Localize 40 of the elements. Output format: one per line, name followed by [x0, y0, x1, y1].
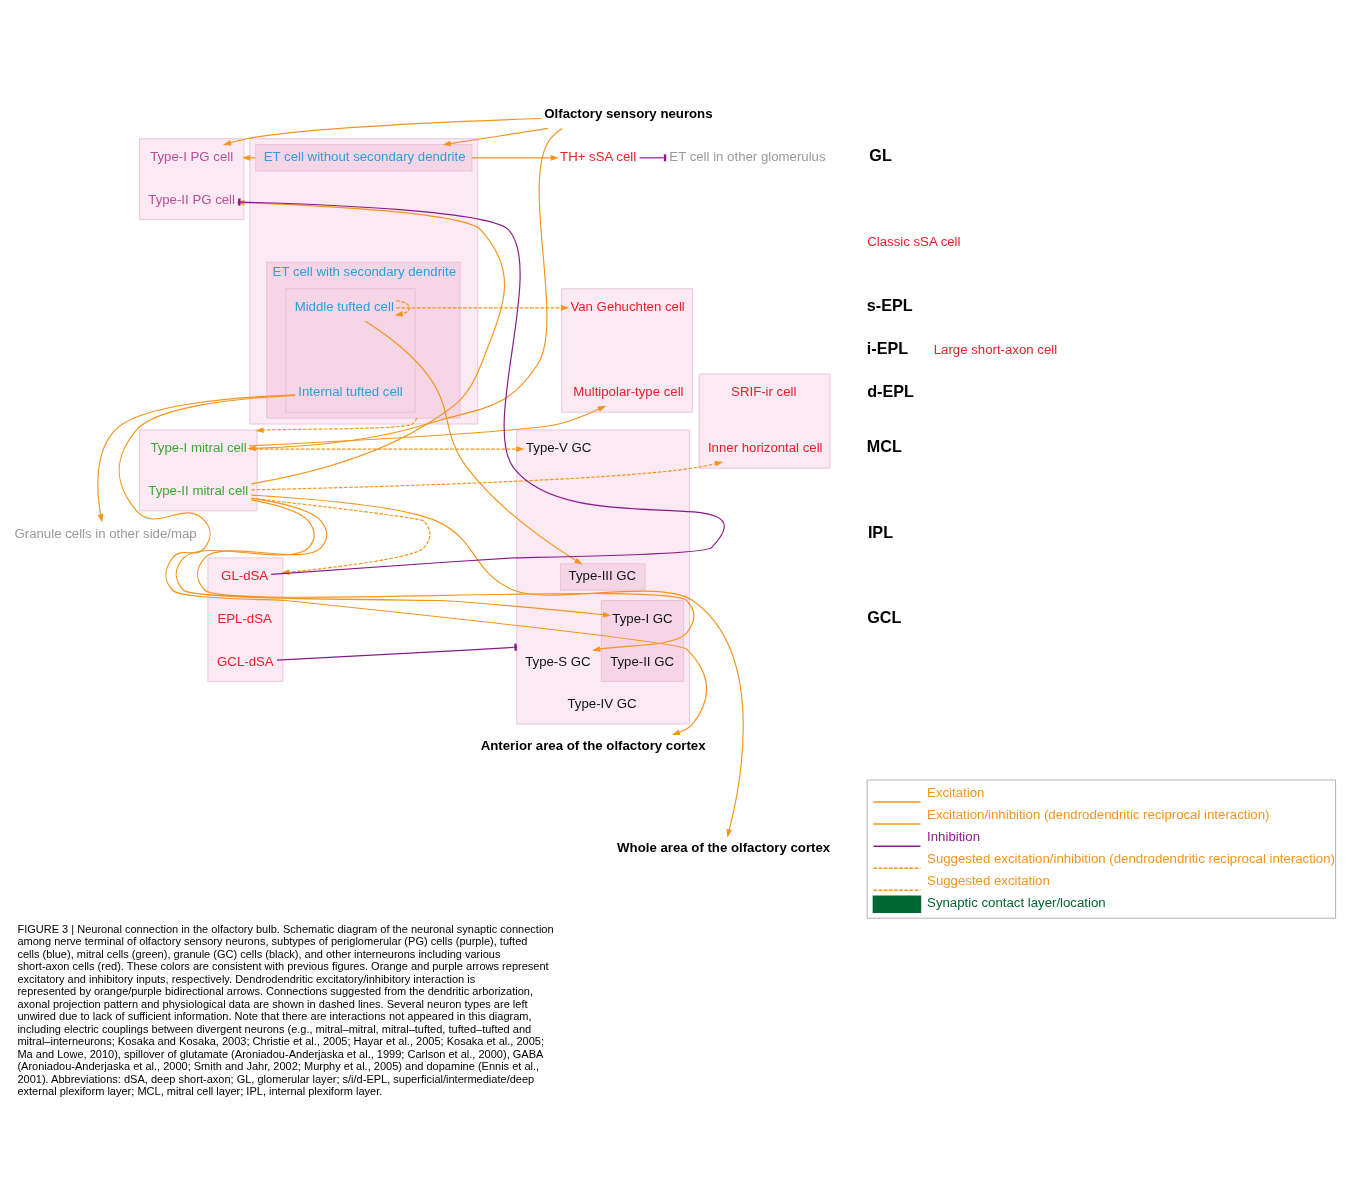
node-text: Whole area of the olfactory cortex	[617, 839, 831, 855]
legend-label: Suggested excitation/inhibition (dendrodendritic reciprocal interaction)	[927, 851, 1335, 867]
node-text: Type-II mitral cell	[148, 482, 249, 498]
node-text: GL-dSA	[221, 568, 269, 584]
node-text: Type-II GC	[610, 653, 675, 669]
node-text: Type-V GC	[525, 440, 592, 456]
label: i-EPL	[866, 338, 909, 357]
label: Large short-axon cell	[933, 341, 1058, 357]
node-text: Multipolar-type cell	[573, 384, 684, 400]
node-text: Anterior area of the olfactory cortex	[480, 738, 706, 754]
node-text: Internal tufted cell	[298, 384, 403, 400]
legend-label: Inhibition	[927, 829, 980, 845]
node-text: Type-I GC	[612, 610, 673, 626]
legend-label: Suggested excitation	[927, 873, 1050, 889]
node-text: Granule cells in other side/map	[14, 525, 197, 541]
node-text: Type-I mitral cell	[150, 440, 247, 456]
node-text: Type-S GC	[525, 653, 591, 669]
node-text: Olfactory sensory neurons	[544, 105, 713, 121]
node-text: TH+ sSA cell	[560, 149, 637, 165]
label: Classic sSA cell	[867, 234, 961, 250]
node-text: SRIF-ir cell	[731, 384, 797, 400]
caption: FIGURE 3 | Neuronal connection in the olfactory bulb. Schematic diagram of the neuronal synaptic connection among nerve terminal of olfactory sensory neurons, subtypes of periglomerular (PG) cells (purple), tufted cells (blue), mitral cells (green), granule (GC) cells (black), and other interneurons including various short-axon cells (red). These colors are consistent with previous figures. Orange and purple arrows represent excitatory and inhibitory inputs, respectively. Dendrodendritic excitatory/inhibitory interaction is represented by orange/purple bidirectional arrows. Connections suggested from the dendritic arborization, axonal projection pattern and physiological data are shown in dashed lines. Several neuron types are left unwired due to lack of sufficient information. Note that there are interactions not appeared in this diagram, including electric couplings between divergent neurons (e.g., mitral–mitral, mitral–tufted, tufted–tufted and mitral–interneurons; Kosaka and Kosaka, 2003; Christie et al., 2005; Hayar et al., 2005; Kosaka et al., 2005; Ma and Lowe, 2010), spillover of glutamate (Aroniadou-Anderjaska et al., 1999; Carlson et al., 2000), GABA (Aroniadou-Anderjaska et al., 2000; Smith and Jahr, 2002; Murphy et al., 2005) and dopamine (Ennis et al., 2001). Abbreviations: dSA, deep short-axon; GL, glomerular layer; s/i/d-EPL, superficial/intermediate/deep external plexiform layer; MCL, mitral cell layer; IPL, internal plexiform layer.	[17, 922, 554, 1098]
label: GCL	[867, 608, 902, 627]
legend-label: Synaptic contact layer/location	[927, 895, 1106, 911]
label: s-EPL	[866, 296, 913, 315]
legend-label: Excitation/inhibition (dendrodendritic reciprocal interaction)	[927, 807, 1270, 823]
node-text: EPL-dSA	[217, 610, 272, 626]
node-text: Type-IV GC	[567, 696, 637, 712]
node-text: Type-I PG cell	[150, 149, 234, 165]
label: d-EPL	[867, 381, 914, 400]
node-text: Middle tufted cell	[294, 299, 394, 315]
node-text: Inner horizontal cell	[707, 440, 823, 456]
node-text: ET cell in other glomerulus	[669, 149, 826, 165]
node-text: Van Gehuchten cell	[570, 299, 685, 315]
label: IPL	[867, 522, 894, 541]
label: GL	[869, 146, 892, 165]
label: MCL	[866, 437, 902, 456]
node-text: GCL-dSA	[217, 653, 274, 669]
node-text: Type-II PG cell	[148, 191, 235, 207]
legend-label: Excitation	[927, 785, 985, 801]
